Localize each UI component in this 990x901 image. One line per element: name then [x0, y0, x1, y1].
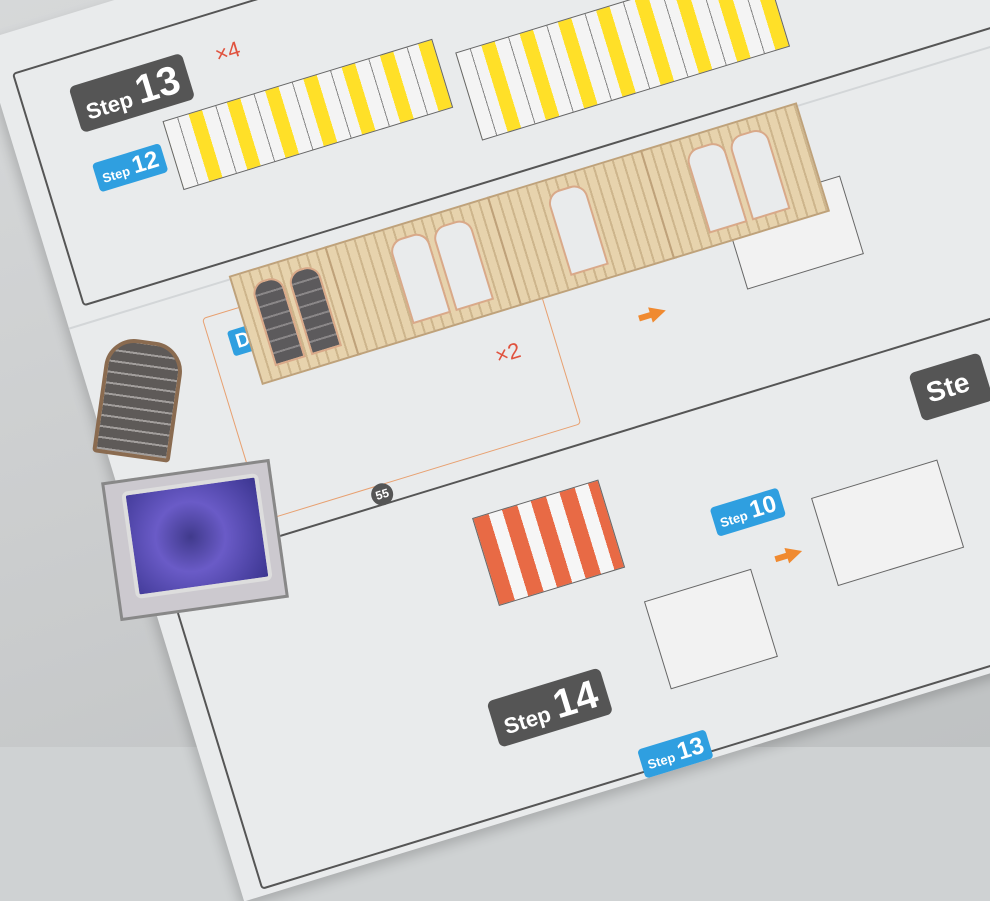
arch-window: [545, 182, 609, 277]
arrow-icon: [648, 302, 669, 323]
metal-dome-base-piece: [100, 458, 290, 622]
purple-dome: [121, 472, 273, 600]
